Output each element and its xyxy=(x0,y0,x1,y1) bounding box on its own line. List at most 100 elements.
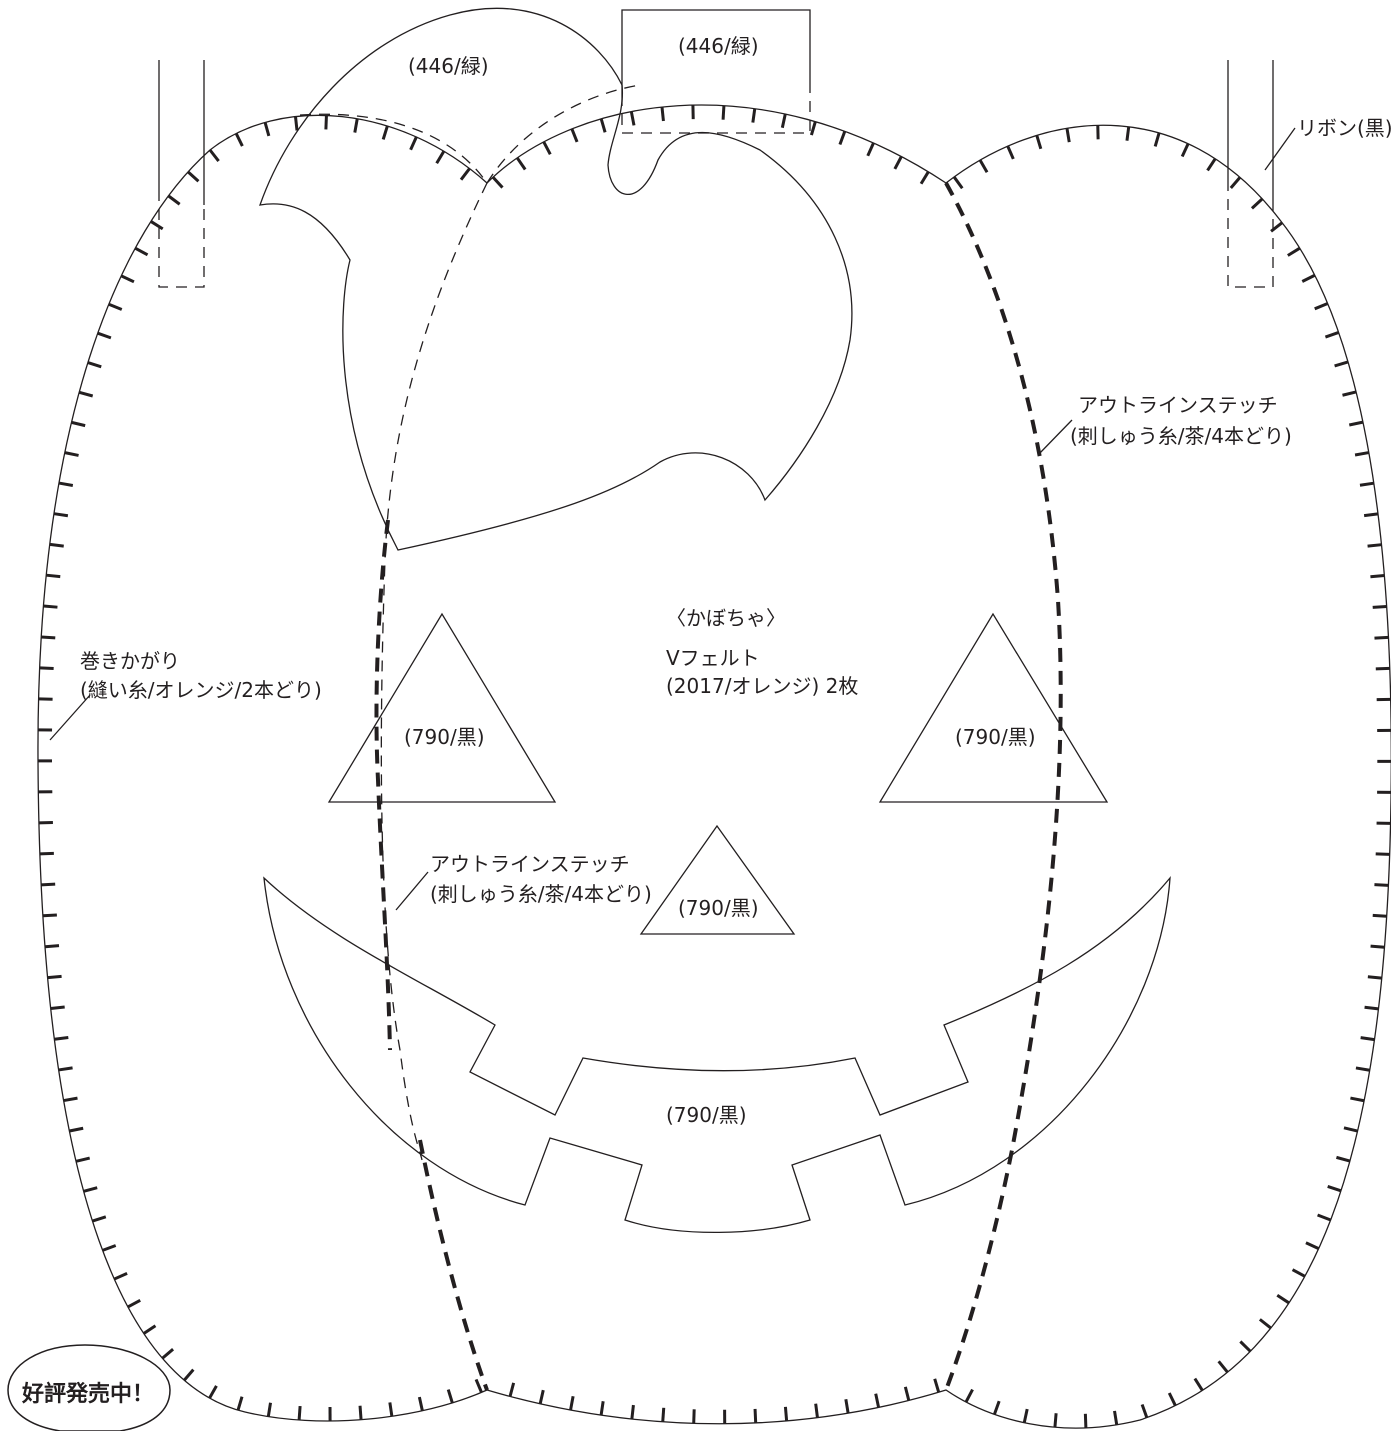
whip-stitch-tick xyxy=(1065,128,1071,143)
whip-stitch-tick xyxy=(50,1005,65,1010)
mouth xyxy=(263,876,1171,1234)
whip-stitch-tick xyxy=(1372,913,1387,918)
leaf-label: (446/緑) xyxy=(408,54,489,78)
whip-stitch-tick xyxy=(127,1298,141,1309)
whip-stitch-tick xyxy=(1250,197,1264,210)
whip-stitch-tick xyxy=(952,176,964,190)
whip-stitch-tick xyxy=(1360,1036,1375,1042)
nose xyxy=(639,824,796,935)
whip-stitch-tick xyxy=(44,944,60,949)
whip-stitch-tick xyxy=(491,176,504,189)
left-eye xyxy=(327,612,557,803)
ribbon-leader xyxy=(1264,127,1296,171)
whip-stitch-tick xyxy=(660,106,665,122)
whip-stitch-tick xyxy=(297,1405,302,1421)
whip-stitch-tick xyxy=(1125,126,1131,141)
whip-stitch-tick xyxy=(1370,944,1385,949)
whip-stitch-tick xyxy=(538,1389,545,1405)
whip-stitch-tick xyxy=(417,1396,424,1412)
whip-stitch-tick xyxy=(570,128,579,143)
whip-stitch-tick xyxy=(516,157,527,171)
whip-line2: (縫い糸/オレンジ/2本どり) xyxy=(80,678,322,702)
whip-stitch-tick xyxy=(87,361,102,369)
stitch-center-line2: (刺しゅう糸/茶/4本どり) xyxy=(430,882,652,906)
whip-stitch-tick xyxy=(54,1035,69,1041)
material-line1: Vフェルト xyxy=(666,646,760,670)
whip-stitch-tick xyxy=(161,1348,175,1360)
whip-stitch-tick xyxy=(721,105,726,120)
whip-stitch-tick xyxy=(629,111,636,126)
whip-stitch-tick xyxy=(58,481,74,487)
eye-right-label: (790/黒) xyxy=(955,725,1036,749)
whip-stitch-tick xyxy=(43,604,58,609)
whip-stitch-tick xyxy=(446,1389,454,1404)
whip-stitch-tick xyxy=(1317,1213,1332,1222)
leaf-hidden-edge xyxy=(299,113,488,184)
left-segment-stitch-lower xyxy=(418,1139,489,1391)
whip-stitch-tick xyxy=(1006,145,1015,160)
whip-stitch-tick xyxy=(1022,1408,1029,1424)
whip-stitch-tick xyxy=(1239,1340,1252,1353)
whip-stitch-tick xyxy=(1324,331,1340,339)
whip-stitch-tick xyxy=(39,851,54,856)
whip-stitch-tick xyxy=(1113,1410,1119,1425)
whip-stitch-tick xyxy=(1314,302,1329,311)
whip-stitch-tick xyxy=(874,1393,881,1408)
ribbon-right-hidden xyxy=(1227,180,1274,288)
whip-stitch-tick xyxy=(353,118,359,133)
whip-stitch-tick xyxy=(1342,390,1357,397)
whip-stitch-tick xyxy=(234,132,244,147)
whip-stitch-tick xyxy=(39,666,54,671)
whip-stitch-tick xyxy=(1354,451,1370,457)
whip-stitch-tick xyxy=(751,108,757,123)
whip-stitch-tick xyxy=(1359,481,1375,487)
whip-stitch-tick xyxy=(542,141,552,155)
whip-stitch-tick xyxy=(508,1382,516,1397)
whip-stitch-tick xyxy=(1140,1403,1149,1419)
whip-stitch-tick xyxy=(1334,360,1349,368)
material-line2: (2017/オレンジ) 2枚 xyxy=(666,674,858,698)
whip-stitch-tick xyxy=(1343,1126,1358,1133)
whip-stitch-tick xyxy=(381,125,389,140)
whip-stitch-tick xyxy=(919,171,930,185)
badge-bubble xyxy=(7,1344,171,1431)
whip-stitch-tick xyxy=(102,1244,117,1252)
whip-stitch-tick xyxy=(630,1404,635,1420)
whip-stitch-tick xyxy=(780,113,787,129)
whip-stitch-tick xyxy=(1180,143,1190,158)
whip-stitch-tick xyxy=(1301,273,1316,283)
whip-stitch-tick xyxy=(893,155,903,170)
whip-stitch-tick xyxy=(1364,1005,1379,1011)
stem-hidden-edge xyxy=(486,84,641,184)
whip-stitch-tick xyxy=(294,116,299,131)
leaf-piece xyxy=(259,7,853,551)
whip-stitch-tick xyxy=(409,136,418,151)
whip-stitch-tick xyxy=(53,512,69,518)
whip-stitch-tick xyxy=(150,220,164,231)
whip-stitch-tick xyxy=(69,1126,84,1133)
whip-stitch-tick xyxy=(1348,420,1364,427)
whip-stitch-tick xyxy=(1083,1413,1088,1428)
whip-stitch-tick xyxy=(1167,1392,1177,1407)
whip-stitch-tick xyxy=(1291,1268,1306,1278)
whip-stitch-tick xyxy=(208,149,220,162)
whip-stitch-tick xyxy=(1258,1318,1272,1330)
whip-stitch-tick xyxy=(1276,1294,1290,1305)
whip-stitch-tick xyxy=(993,1400,1001,1415)
whip-stitch-tick xyxy=(435,150,446,165)
whip-stitch-tick xyxy=(661,1407,666,1422)
whip-stitch-tick xyxy=(1367,975,1382,980)
whip-stitch-tick xyxy=(41,882,56,887)
whip-stitch-tick xyxy=(809,121,817,136)
ribbon-left-hidden xyxy=(158,190,205,288)
whip-stitch-tick xyxy=(783,1406,789,1421)
whip-stitch-tick xyxy=(236,1396,244,1411)
whip-stitch-tick xyxy=(41,635,56,640)
whip-stitch-tick xyxy=(358,1405,363,1420)
whip-stitch-tick xyxy=(42,913,57,918)
stitch-right-line2: (刺しゅう糸/茶/4本どり) xyxy=(1070,424,1292,448)
whip-stitch-tick xyxy=(83,1186,98,1193)
whip-stitch-tick xyxy=(208,1385,218,1399)
whip-stitch-tick xyxy=(1363,512,1379,518)
